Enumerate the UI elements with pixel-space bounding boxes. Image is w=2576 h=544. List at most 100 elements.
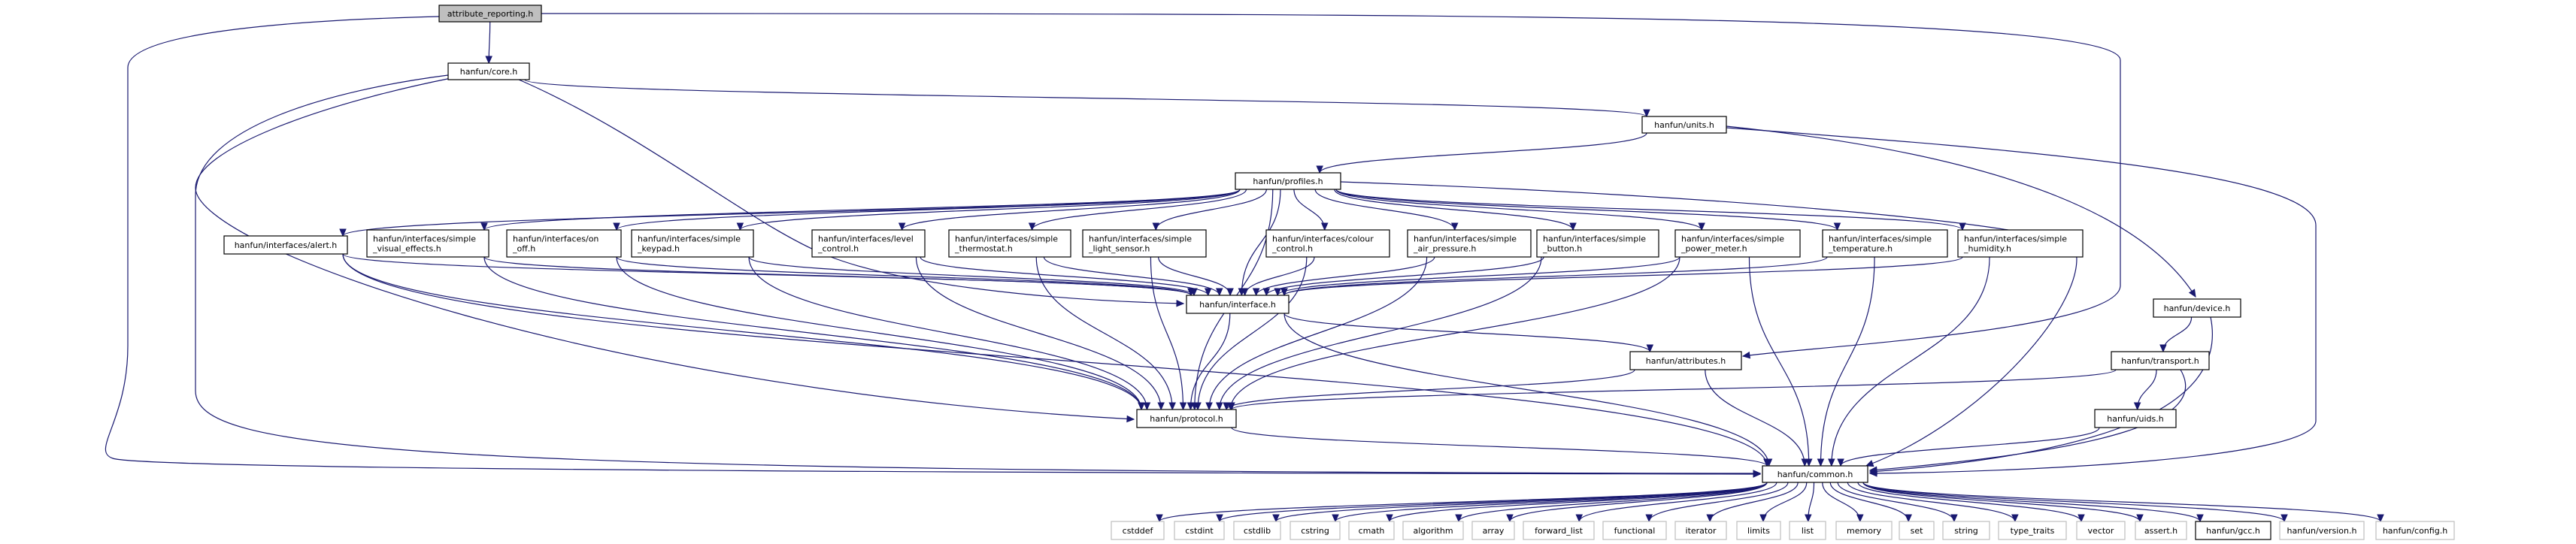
node-label: hanfun/interfaces/simple <box>1829 234 1932 244</box>
node-box <box>1290 521 1341 540</box>
node-box <box>1536 229 1659 258</box>
node-box <box>1348 521 1395 540</box>
node-label: hanfun/common.h <box>1777 470 1853 479</box>
edge-common-to-cmath <box>1386 482 1768 523</box>
node-cmath: cmath <box>1348 521 1395 540</box>
node-label: iterator <box>1686 526 1717 536</box>
node-array: array <box>1471 521 1515 540</box>
edge-colour_control-to-interface <box>1241 256 1315 297</box>
node-simple-button[interactable]: hanfun/interfaces/simple_button.h <box>1536 229 1659 258</box>
edge-alert-to-common <box>342 253 1771 467</box>
node-common[interactable]: hanfun/common.h <box>1762 465 1868 483</box>
node-box <box>948 229 1071 258</box>
node-alert[interactable]: hanfun/interfaces/alert.h <box>223 235 348 255</box>
node-colour-control[interactable]: hanfun/interfaces/colour_control.h <box>1265 229 1390 258</box>
node-box <box>2195 521 2271 540</box>
node-box <box>1736 521 1781 540</box>
node-transport[interactable]: hanfun/transport.h <box>2111 351 2210 370</box>
node-box <box>1111 521 1165 540</box>
edge-simple_visual_effects-to-interface <box>483 256 1195 297</box>
node-interface[interactable]: hanfun/interface.h <box>1186 295 1290 314</box>
edge-core-to-protocol <box>195 77 1135 423</box>
node-label: _off.h <box>512 244 535 254</box>
node-label: hanfun/device.h <box>2164 304 2231 313</box>
edge-profiles-to-level_control <box>898 189 1241 231</box>
node-label: _keypad.h <box>637 244 680 254</box>
edge-common-to-memory <box>1822 482 1864 523</box>
node-type-traits: type_traits <box>1998 521 2067 540</box>
node-label: type_traits <box>2011 526 2055 536</box>
edge-transport-to-common <box>1868 369 2187 473</box>
edge-protocol-to-common <box>1231 427 1771 467</box>
edge-alert-to-protocol <box>342 253 1145 411</box>
node-profiles[interactable]: hanfun/profiles.h <box>1235 172 1341 190</box>
edge-simple_thermostat-to-interface <box>1043 256 1223 297</box>
node-label: _visual_effects.h <box>372 244 441 254</box>
node-device[interactable]: hanfun/device.h <box>2153 298 2241 318</box>
edge-device-to-transport <box>2159 316 2193 353</box>
node-label: hanfun/attributes.h <box>1646 356 1726 366</box>
node-on-off[interactable]: hanfun/interfaces/on_off.h <box>506 229 622 258</box>
edge-simple_power_meter-to-interface <box>1274 256 1680 297</box>
node-string: string <box>1942 521 1990 540</box>
node-box <box>447 62 530 80</box>
node-simple-visual-effects[interactable]: hanfun/interfaces/simple_visual_effects.… <box>366 229 489 258</box>
edge-transport-to-uids <box>2133 369 2157 411</box>
edge-simple_humidity-to-common <box>1828 256 1990 467</box>
edge-profiles-to-simple_air_pressure <box>1314 189 1459 231</box>
node-simple-humidity[interactable]: hanfun/interfaces/simple_humidity.h <box>1957 229 2084 258</box>
edge-common-to-type_traits <box>1847 482 2019 523</box>
node-protocol[interactable]: hanfun/protocol.h <box>1136 409 1237 428</box>
node-box <box>2153 298 2241 318</box>
node-label: hanfun/interfaces/simple <box>955 234 1058 244</box>
edge-uids-to-common <box>1837 427 2100 467</box>
edge-profiles-to-simple_thermostat <box>1028 189 1247 231</box>
edge-common-to-string <box>1837 482 1958 523</box>
node-label: string <box>1954 526 1978 536</box>
edge-attributes-to-protocol <box>1223 369 1635 411</box>
node-box <box>1789 521 1826 540</box>
edge-common-to-set <box>1829 482 1912 523</box>
node-label: hanfun/interfaces/simple <box>1089 234 1192 244</box>
edge-profiles-to-on_off <box>613 189 1241 231</box>
node-box <box>1899 521 1935 540</box>
node-level-control[interactable]: hanfun/interfaces/level_control.h <box>811 229 926 258</box>
node-version: hanfun/version.h <box>2279 521 2365 540</box>
edge-level_control-to-protocol <box>915 256 1165 411</box>
node-simple-power-meter[interactable]: hanfun/interfaces/simple_power_meter.h <box>1674 229 1801 258</box>
node-config: hanfun/config.h <box>2375 521 2455 540</box>
node-core[interactable]: hanfun/core.h <box>447 62 530 80</box>
edge-profiles-to-simple_humidity <box>1335 189 1966 231</box>
node-box <box>1998 521 2067 540</box>
node-box <box>1523 521 1595 540</box>
node-simple-light-sensor[interactable]: hanfun/interfaces/simple_light_sensor.h <box>1082 229 1207 258</box>
node-units[interactable]: hanfun/units.h <box>1641 116 1727 134</box>
node-limits: limits <box>1736 521 1781 540</box>
node-label: _power_meter.h <box>1680 244 1747 254</box>
edge-interface-to-attributes <box>1283 313 1654 353</box>
node-gcc[interactable]: hanfun/gcc.h <box>2195 521 2271 540</box>
node-label: hanfun/profiles.h <box>1253 177 1323 186</box>
node-box <box>1407 229 1532 258</box>
node-box <box>1835 521 1893 540</box>
node-simple-keypad[interactable]: hanfun/interfaces/simple_keypad.h <box>631 229 754 258</box>
node-simple-thermostat[interactable]: hanfun/interfaces/simple_thermostat.h <box>948 229 1071 258</box>
node-box <box>223 235 348 255</box>
node-label: hanfun/interfaces/simple <box>638 234 741 244</box>
node-simple-air-pressure[interactable]: hanfun/interfaces/simple_air_pressure.h <box>1407 229 1532 258</box>
node-label: functional <box>1614 526 1656 536</box>
node-list: list <box>1789 521 1826 540</box>
node-attributes[interactable]: hanfun/attributes.h <box>1629 351 1742 370</box>
edge-profiles-to-simple_light_sensor <box>1152 189 1267 231</box>
edge-core-to-common <box>195 74 1762 477</box>
node-box <box>2111 351 2210 370</box>
node-attribute-reporting: attribute_reporting.h <box>438 5 542 23</box>
node-simple-temperature[interactable]: hanfun/interfaces/simple_temperature.h <box>1822 229 1948 258</box>
node-uids[interactable]: hanfun/uids.h <box>2094 409 2177 428</box>
node-label: list <box>1802 526 1814 536</box>
edge-units-to-profiles <box>1316 132 1647 174</box>
node-set: set <box>1899 521 1935 540</box>
node-box <box>366 229 489 258</box>
node-box <box>438 5 542 23</box>
